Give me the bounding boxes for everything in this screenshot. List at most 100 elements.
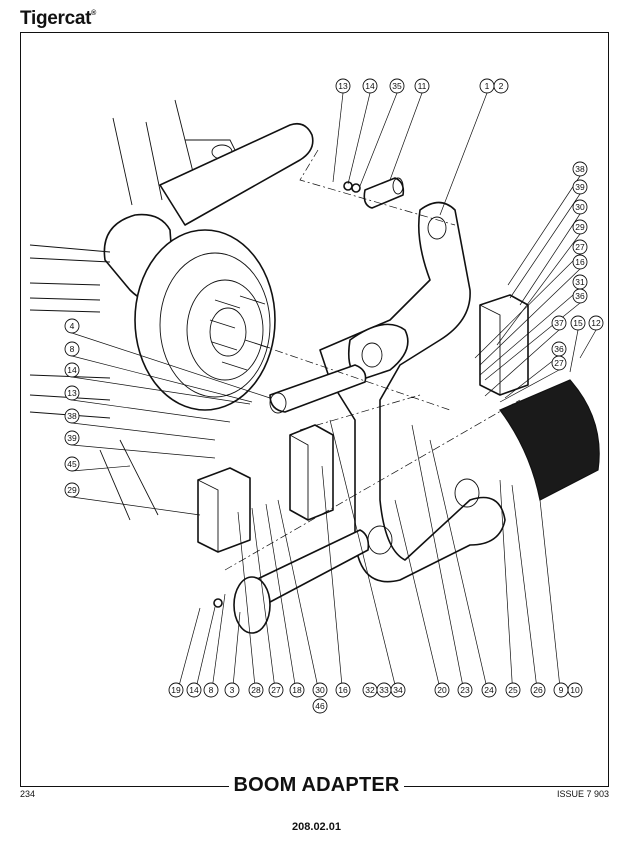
callout-number: 16: [575, 257, 585, 267]
callout-number: 33: [379, 685, 389, 695]
callout-number: 16: [338, 685, 348, 695]
leader-line: [479, 268, 581, 366]
callout-number: 9: [559, 685, 564, 695]
callout-circle: [312, 698, 328, 714]
leader-line: [321, 465, 344, 698]
leader-line: [347, 92, 371, 185]
callout-number: 35: [392, 81, 402, 91]
leader-lines: [71, 92, 597, 698]
callout-number: 28: [251, 685, 261, 695]
callout-number: 23: [460, 685, 470, 695]
callout-circle: [434, 682, 450, 698]
callout-circle: [289, 682, 305, 698]
leader-line: [277, 499, 321, 698]
callout-number: 32: [365, 685, 375, 695]
callout-circle: [572, 239, 588, 255]
callout-24: 24: [481, 682, 497, 698]
callout-circle: [390, 682, 406, 698]
callout-32: 32: [362, 682, 378, 698]
callout-18: 18: [289, 682, 305, 698]
callout-27: 27: [572, 239, 588, 255]
callout-36: 36: [551, 341, 567, 357]
leader-line: [71, 465, 131, 472]
leader-line: [71, 355, 253, 403]
leader-line: [71, 376, 251, 405]
callout-number: 18: [292, 685, 302, 695]
callout-number: 8: [70, 344, 75, 354]
callout-circle: [572, 161, 588, 177]
callout-26: 26: [530, 682, 546, 698]
callout-number: 13: [67, 388, 77, 398]
callout-circle: [248, 682, 264, 698]
leader-line: [394, 499, 443, 698]
callout-number: 46: [315, 701, 325, 711]
callout-circle: [572, 179, 588, 195]
leader-line: [474, 253, 581, 359]
callout-35: 35: [389, 78, 405, 94]
callout-37: 37: [551, 315, 567, 331]
document-code: 208.02.01: [292, 821, 341, 833]
callout-circle: [362, 78, 378, 94]
callout-number: 38: [67, 411, 77, 421]
callout-29: 29: [64, 482, 80, 498]
callout-circle: [64, 341, 80, 357]
callout-34: 34: [390, 682, 406, 698]
callout-circle: [530, 682, 546, 698]
callout-36: 36: [572, 288, 588, 304]
page-number: 234: [20, 789, 36, 799]
page-title-text: BOOM ADAPTER: [229, 774, 404, 796]
callout-13: 13: [64, 385, 80, 401]
callout-28: 28: [248, 682, 264, 698]
callout-number: 3: [230, 685, 235, 695]
leader-line: [359, 92, 398, 187]
callout-number: 20: [437, 685, 447, 695]
callout-number: 1: [485, 81, 490, 91]
callout-number: 36: [575, 291, 585, 301]
leader-line: [71, 422, 216, 441]
callout-10: 10: [567, 682, 583, 698]
callout-number: 15: [573, 318, 583, 328]
callout-circle: [493, 78, 509, 94]
leader-line: [71, 399, 231, 423]
callout-46: 46: [312, 698, 328, 714]
callout-number: 26: [533, 685, 543, 695]
leader-line: [539, 499, 562, 698]
callout-12: 12: [588, 315, 604, 331]
callout-1: 1: [479, 78, 495, 94]
center-bracket: [289, 424, 334, 521]
brand-logo: Tigercat®: [20, 8, 96, 30]
lower-pin: [213, 529, 370, 634]
callout-16: 16: [572, 254, 588, 270]
leader-line: [509, 193, 581, 299]
callout-27: 27: [551, 355, 567, 371]
callout-circle: [588, 315, 604, 331]
brand-name: Tigercat: [20, 8, 92, 29]
callout-15: 15: [570, 315, 586, 331]
callout-circle: [335, 78, 351, 94]
leader-line: [71, 332, 271, 399]
callout-circle: [414, 78, 430, 94]
callout-29: 29: [572, 219, 588, 235]
diagram-frame: [20, 32, 609, 787]
callout-circle: [551, 355, 567, 371]
callout-19: 19: [168, 682, 184, 698]
callout-30: 30: [312, 682, 328, 698]
callout-38: 38: [64, 408, 80, 424]
callout-number: 27: [271, 685, 281, 695]
callout-9: 9: [553, 682, 569, 698]
callout-circle: [572, 254, 588, 270]
callout-number: 27: [554, 358, 564, 368]
leader-line: [429, 439, 490, 698]
callout-13: 13: [335, 78, 351, 94]
callout-circle: [64, 318, 80, 334]
callout-number: 45: [67, 459, 77, 469]
callout-30: 30: [572, 199, 588, 215]
callout-circle: [312, 682, 328, 698]
leader-line: [71, 444, 216, 459]
callout-circle: [64, 430, 80, 446]
leader-line: [507, 175, 581, 286]
callout-number: 14: [67, 365, 77, 375]
callout-circle: [389, 78, 405, 94]
callout-number: 14: [189, 685, 199, 695]
